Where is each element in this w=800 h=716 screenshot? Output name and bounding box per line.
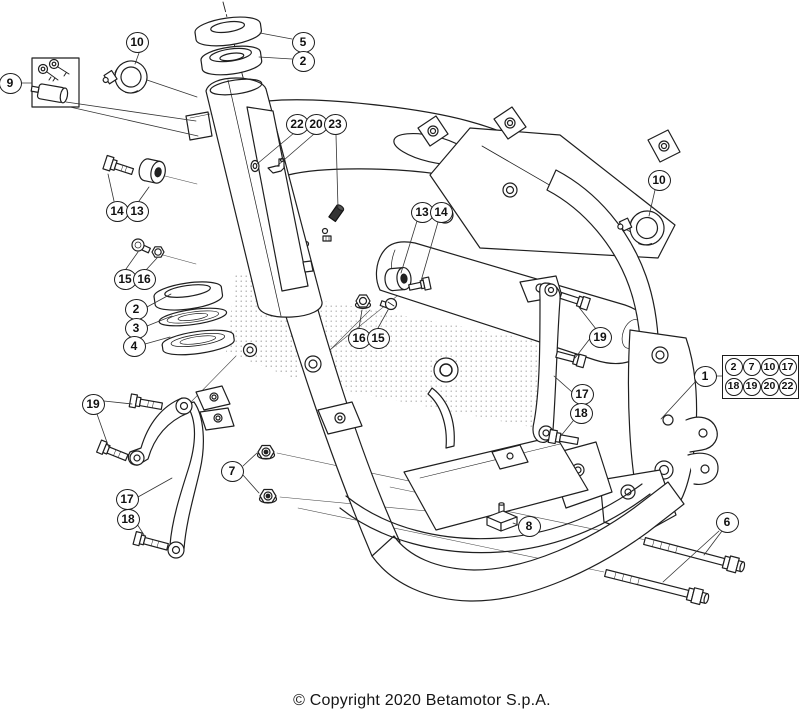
callout-18[interactable]: 18 (116, 508, 140, 530)
callout-22[interactable]: 22 (285, 113, 309, 135)
part-clamp-right (617, 210, 665, 246)
grouped-callout-18[interactable]: 18 (724, 377, 743, 396)
callout-13[interactable]: 13 (125, 200, 149, 222)
callout-9[interactable]: 9 (0, 72, 22, 94)
grouped-callout-10[interactable]: 10 (760, 358, 779, 377)
callout-10[interactable]: 10 (647, 169, 671, 191)
callout-7[interactable]: 7 (220, 460, 244, 482)
callout-15[interactable]: 15 (366, 327, 390, 349)
part-dust-seal (161, 329, 235, 356)
part-guide-23 (322, 204, 345, 242)
steering-head-tube (185, 77, 323, 318)
part-nut-16-mid (354, 294, 372, 310)
part-bushing-13-mid (384, 266, 412, 292)
part-square-nut-8 (486, 502, 518, 532)
part-upper-bearing (200, 45, 263, 76)
part-nut-7-lower (258, 488, 278, 504)
callout-19[interactable]: 19 (588, 326, 612, 348)
callout-1[interactable]: 1 (693, 365, 717, 387)
part-bolt-19-right-b (555, 350, 587, 369)
part-bolt-14-mid (408, 276, 432, 291)
part-bolt-6-lower (604, 568, 710, 606)
callout-5[interactable]: 5 (291, 31, 315, 53)
copyright-text: © Copyright 2020 Betamotor S.p.A. (293, 692, 551, 709)
part-bolt-18-left (132, 530, 169, 551)
leader-lines (20, 32, 723, 583)
callout-23[interactable]: 23 (323, 113, 347, 135)
grouped-callout-22[interactable]: 22 (778, 377, 797, 396)
callout-2[interactable]: 2 (124, 298, 148, 320)
callout-10[interactable]: 10 (125, 31, 149, 53)
callout-19[interactable]: 19 (81, 393, 105, 415)
grouped-callout-2[interactable]: 2 (724, 358, 743, 377)
callout-17[interactable]: 17 (570, 383, 594, 405)
grouped-callout-7[interactable]: 7 (742, 358, 761, 377)
part-bolt-19-left-a (128, 393, 163, 410)
callout-14[interactable]: 14 (105, 200, 129, 222)
callout-3[interactable]: 3 (124, 317, 148, 339)
callout-14[interactable]: 14 (429, 201, 453, 223)
part-bolt-6-upper (643, 537, 746, 574)
part-bolt-19-left-b (96, 439, 129, 462)
callout-16[interactable]: 16 (132, 268, 156, 290)
callout-6[interactable]: 6 (715, 511, 739, 533)
callout-15[interactable]: 15 (113, 268, 137, 290)
part-screw-15-left (131, 238, 151, 254)
callout-17[interactable]: 17 (115, 488, 139, 510)
part-bolt-19-right-a (559, 291, 591, 311)
part-bushing-13-left (138, 158, 166, 184)
part-lock-kit (30, 57, 80, 108)
callout-18[interactable]: 18 (569, 402, 593, 424)
callout-20[interactable]: 20 (304, 113, 328, 135)
part-seal-ring (158, 307, 228, 327)
callout-4[interactable]: 4 (122, 335, 146, 357)
part-lower-bearing (153, 281, 224, 311)
part-screw-15-mid (379, 297, 398, 311)
callout-8[interactable]: 8 (517, 515, 541, 537)
grouped-callout-19[interactable]: 19 (742, 377, 761, 396)
part-clamp-left (102, 60, 148, 94)
part-bracket-17-left (127, 397, 204, 559)
grouped-callout-17[interactable]: 17 (778, 358, 797, 377)
part-bolt-14-left (102, 154, 135, 175)
part-bolt-18-right (547, 428, 579, 445)
part-ring-22 (250, 159, 260, 173)
callout-2[interactable]: 2 (291, 50, 315, 72)
part-nut-16-left (151, 246, 165, 258)
part-nut-7-upper (256, 444, 276, 460)
grouped-callout-20[interactable]: 20 (760, 377, 779, 396)
part-dust-cap (194, 16, 262, 47)
